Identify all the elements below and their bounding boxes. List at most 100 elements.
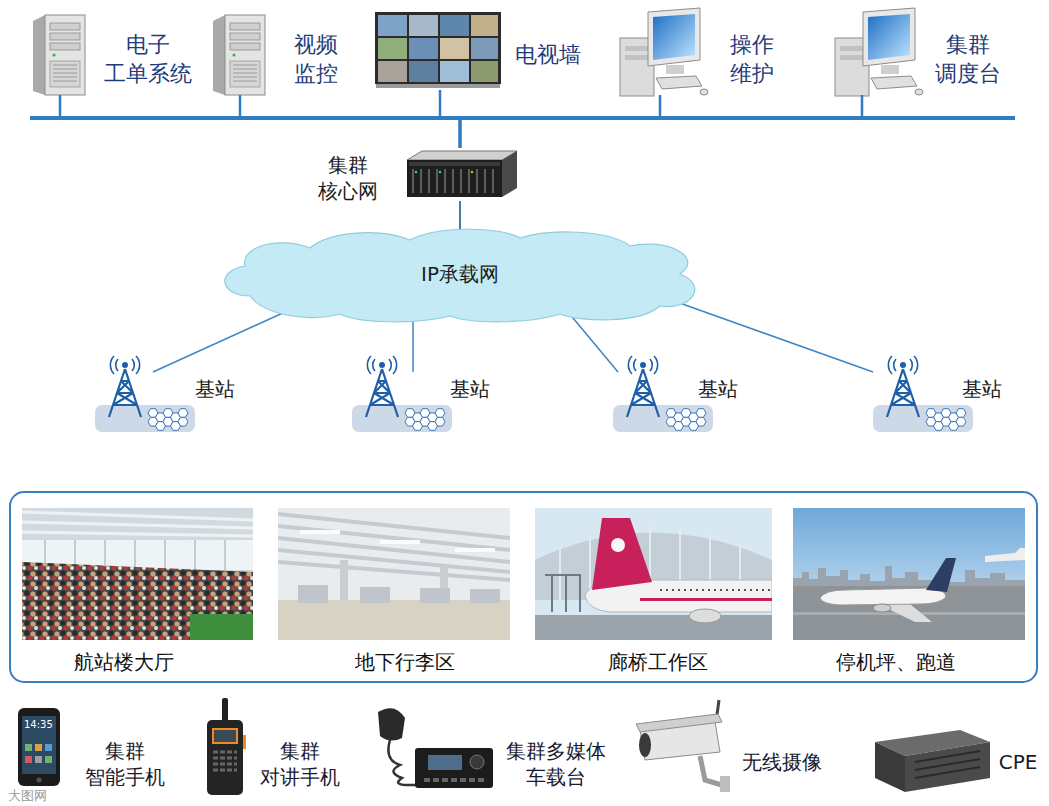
core-network-node: 集群 核心网 — [312, 148, 517, 208]
label-group: 集群 对讲手机 — [260, 738, 340, 790]
vehicle-radio-icon — [378, 708, 493, 788]
base-station-icon — [873, 356, 973, 432]
network-cloud: IP承载网 — [210, 226, 710, 324]
wireless-camera-icon-part — [639, 733, 651, 757]
apron-runway-photo — [793, 508, 1025, 640]
label-group: CPE — [999, 749, 1038, 775]
vehicle-radio-icon-part — [415, 748, 493, 788]
vehicle-radio-icon-part — [470, 755, 484, 769]
label-group: 廊桥工作区 — [608, 649, 708, 675]
connector — [440, 90, 460, 148]
cloud-shape — [225, 229, 695, 322]
base-station: 基站 — [95, 372, 255, 436]
area-photo: 地下行李区 — [278, 506, 510, 680]
baggage-area-photo-part — [278, 600, 510, 640]
smartphone-icon-part — [37, 778, 42, 783]
jet-bridge-photo-part — [689, 609, 721, 623]
core-network-device — [407, 151, 517, 197]
connector — [412, 316, 414, 372]
area-photo: 廊桥工作区 — [535, 506, 772, 680]
label-group: 集群多媒体 车载台 — [506, 738, 606, 790]
connector — [460, 95, 862, 148]
core-network-device-part — [409, 162, 500, 166]
system-node: 电视墙 — [372, 10, 594, 90]
label-group: 电视墙 — [515, 41, 581, 70]
tv-wall-icon-part — [440, 61, 469, 82]
terminal-hall-photo-part — [22, 562, 253, 640]
area-caption: 廊桥工作区 — [608, 649, 708, 675]
terminal-label: CPE — [999, 749, 1038, 775]
smartphone-icon-part — [45, 744, 52, 751]
apron-runway-photo-part — [926, 558, 956, 592]
tv-wall-icon-part — [409, 15, 438, 36]
baggage-area-photo-part — [380, 540, 420, 544]
wireless-camera-icon-part — [636, 714, 722, 732]
apron-runway-photo-part — [820, 588, 946, 605]
system-label: 视频 监控 — [294, 31, 338, 88]
connector — [153, 312, 285, 372]
system-node: 集群 调度台 — [830, 10, 1015, 95]
apron-runway-photo-part — [793, 586, 1025, 640]
tv-wall-icon-part — [440, 38, 469, 59]
core-network-device-part — [502, 151, 517, 197]
area-photo: 航站楼大厅 — [22, 506, 253, 680]
label-group: 基站 — [698, 376, 738, 402]
tv-wall-icon-part — [378, 61, 407, 82]
tv-wall-icon-part — [440, 15, 469, 36]
baggage-area-photo-part — [420, 588, 450, 603]
baggage-area-photo-part — [470, 589, 500, 603]
smartphone-icon-part — [45, 756, 52, 763]
core-network-device-part — [413, 169, 493, 193]
walkie-talkie-icon-part — [213, 752, 237, 770]
base-station-label: 基站 — [962, 376, 1002, 402]
connector — [60, 95, 460, 148]
smartphone-icon-part — [22, 716, 56, 774]
wireless-camera-icon-part — [720, 776, 730, 792]
jet-bridge-photo-part — [640, 598, 772, 601]
cpe-icon-part — [915, 751, 980, 778]
jet-bridge-photo-part — [545, 575, 580, 612]
vehicle-radio-icon-part — [388, 740, 415, 785]
terminal-label: 无线摄像 — [742, 749, 822, 775]
watermark: 大图网 — [8, 788, 47, 804]
wireless-camera-icon — [636, 700, 730, 792]
connector — [568, 312, 618, 372]
terminal-hall-photo — [22, 508, 253, 640]
area-photo: 停机坪、跑道 — [793, 506, 1025, 680]
cpe-icon-part — [905, 742, 990, 792]
baggage-area-photo — [278, 508, 510, 640]
label-group: 基站 — [195, 376, 235, 402]
terminal-device: 无线摄像 — [635, 700, 835, 798]
tv-wall-icon-part — [409, 61, 438, 82]
smartphone-icon-part — [25, 756, 32, 763]
area-caption: 地下行李区 — [355, 649, 455, 675]
base-station-icon — [95, 356, 195, 432]
terminal-device: 集群 智能手机 — [14, 700, 174, 798]
terminal-label: 集群 对讲手机 — [260, 738, 340, 790]
tv-wall-icon-part — [376, 84, 500, 88]
connector — [460, 95, 660, 148]
tv-wall-icon-part — [375, 12, 501, 84]
terminal-device: 集群多媒体 车载台 — [365, 700, 620, 798]
system-node: 电子 工单系统 — [30, 10, 205, 95]
terminal-label: 集群多媒体 车载台 — [506, 738, 606, 790]
area-frame — [10, 492, 1037, 682]
smartphone-icon-part — [35, 744, 42, 751]
cpe-icon-part — [875, 742, 905, 792]
baggage-area-photo-part — [455, 548, 495, 552]
baggage-area-photo-part — [360, 587, 390, 603]
connector — [459, 201, 461, 229]
apron-runway-photo-part — [793, 566, 1025, 586]
label-group: 电子 工单系统 — [104, 31, 192, 88]
terminal-hall-photo-part — [22, 512, 253, 536]
walkie-talkie-icon — [207, 698, 246, 795]
tv-wall-icon-part — [378, 38, 407, 59]
base-station: 基站 — [613, 372, 773, 436]
walkie-talkie-icon-part — [214, 730, 236, 742]
jet-bridge-photo-part — [535, 615, 772, 640]
terminal-hall-photo-part — [22, 508, 253, 640]
label-group: 停机坪、跑道 — [836, 649, 956, 675]
